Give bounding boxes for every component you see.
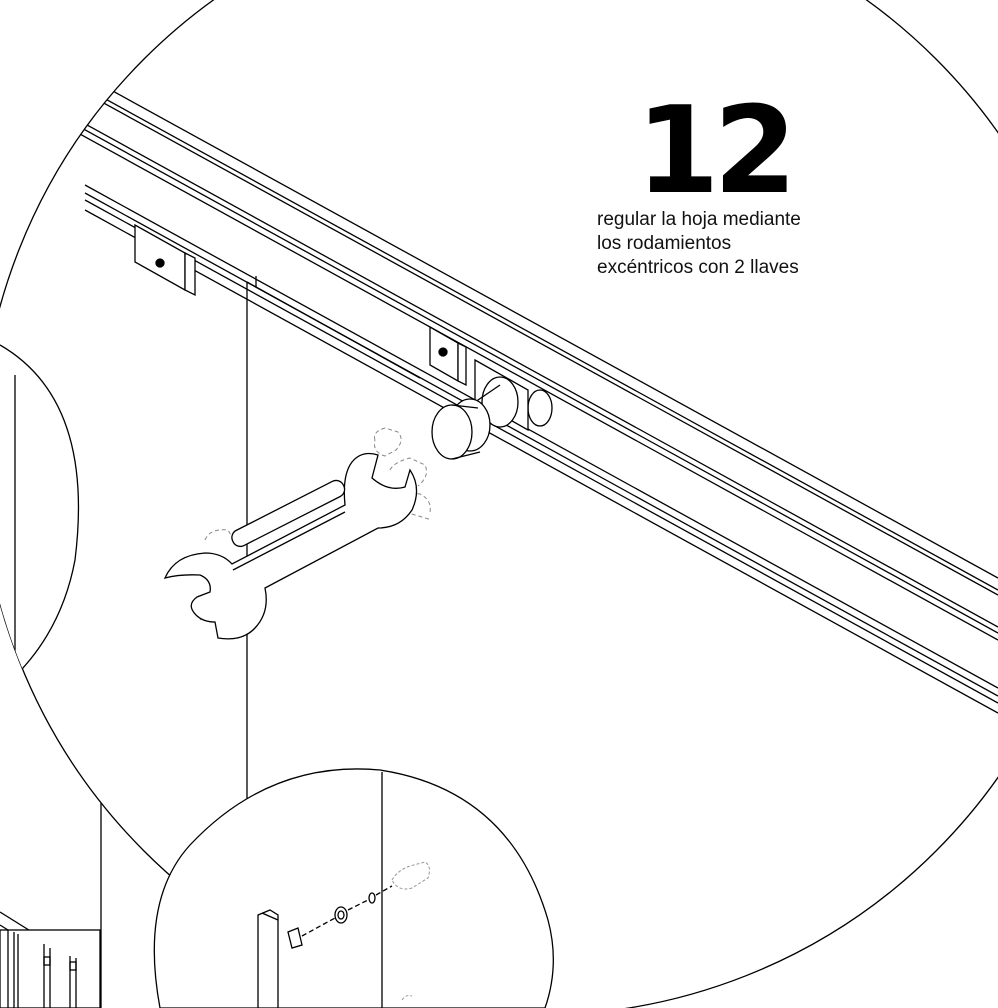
instruction-line: excéntricos con 2 llaves	[597, 257, 799, 278]
wrench-icon	[163, 452, 418, 640]
handle-bolt-icon	[257, 861, 430, 1008]
bracket-left	[134, 223, 196, 297]
eccentric-bearing-icon	[431, 358, 553, 460]
instruction-text: regular la hoja mediante los rodamientos…	[597, 208, 857, 280]
magnifier-circle-detail	[153, 768, 554, 1008]
bracket-right	[429, 325, 467, 387]
background-panel	[0, 720, 102, 1008]
step-number: 12	[636, 82, 797, 221]
instruction-line: regular la hoja mediante	[597, 209, 801, 230]
left-detail-arc	[0, 344, 80, 691]
track-detail	[0, 39, 998, 1008]
instruction-line: los rodamientos	[597, 233, 732, 254]
